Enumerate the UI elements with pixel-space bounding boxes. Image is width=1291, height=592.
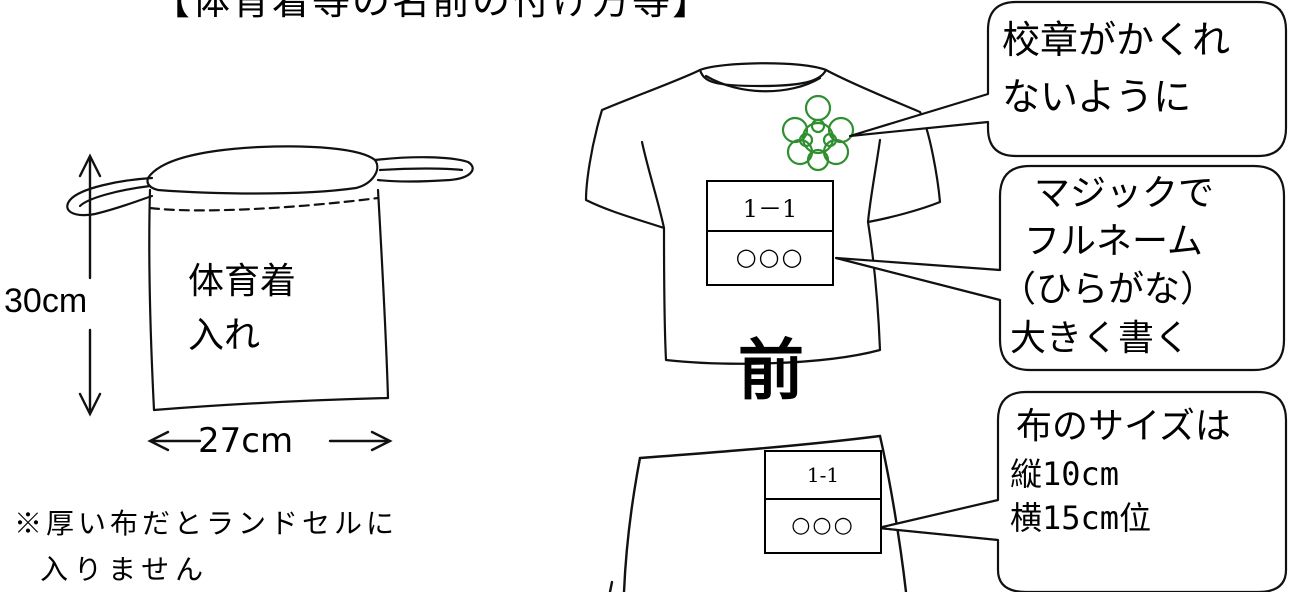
callout-shapes <box>834 0 1288 592</box>
shirt-name-label: ○○○ <box>735 243 805 271</box>
bag-height-label: 30cm <box>4 282 88 320</box>
tshirt-drawing <box>584 62 942 365</box>
pants-name-label: ○○○ <box>791 512 855 538</box>
callout-size-line3: 横15cm位 <box>1010 498 1152 537</box>
page-title: 【体育着等の名前の付け方等】 <box>152 0 713 23</box>
height-arrow <box>78 153 102 417</box>
callout-marker-line1: マジックで <box>1034 173 1215 214</box>
shirt-name-tag: 1－1 ○○○ <box>706 180 834 286</box>
pants-class-label: 1-1 <box>766 452 880 500</box>
callout-marker-line3: （ひらがな） <box>1000 269 1217 311</box>
pants-name-tag: 1-1 ○○○ <box>764 450 882 554</box>
bag-label-line1: 体育着 <box>188 261 297 302</box>
bag-width-label: 27cm <box>198 421 294 461</box>
callout-marker: マジックで フルネーム （ひらがな） 大きく書く <box>1000 170 1216 363</box>
callout-size-line1: 布のサイズは <box>1016 406 1231 447</box>
callout-marker-line4: 大きく書く <box>1010 317 1191 359</box>
bag-label-line2: 入れ <box>188 315 261 356</box>
width-arrow <box>147 430 393 452</box>
school-emblem <box>781 94 855 172</box>
callout-size-line2: 縦10cm <box>1010 454 1120 493</box>
callout-marker-line2: フルネーム <box>1024 221 1203 263</box>
callout-size: 布のサイズは 縦10cm 横15cm位 <box>1010 402 1231 540</box>
front-label: 前 <box>738 332 804 409</box>
note-line2: 入りません <box>40 553 210 586</box>
leader-lines <box>835 257 1001 541</box>
shirt-class-label: 1－1 <box>708 182 832 232</box>
drawstring-bag <box>66 145 474 412</box>
callout-emblem-line2: ないように <box>1002 75 1192 119</box>
note-line1: ※厚い布だとランドセルに <box>14 507 399 540</box>
callout-emblem: 校章がかくれ ないように <box>1002 12 1230 126</box>
callout-emblem-line1: 校章がかくれ <box>1002 18 1231 62</box>
pants-drawing <box>608 434 908 592</box>
